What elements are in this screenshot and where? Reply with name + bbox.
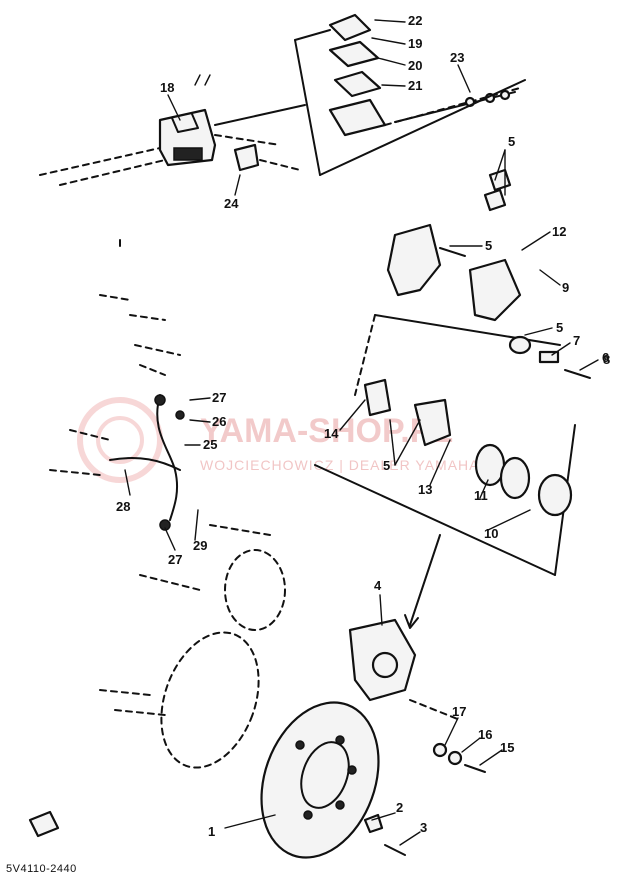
callout-23: 23 [450,50,464,65]
callout-13: 13 [418,482,432,497]
callout-5a: 5 [508,134,515,149]
callout-19: 19 [408,36,422,51]
bracket [233,143,301,172]
caliper [348,618,461,721]
callout-22: 22 [408,13,422,28]
callout-5b: 5 [485,238,492,253]
callout-8: 8 [603,352,610,367]
callout-24: 24 [224,196,239,211]
callout-27a: 27 [212,390,226,405]
callout-21: 21 [408,78,422,93]
callout-5d: 5 [383,458,390,473]
callout-28: 28 [116,499,130,514]
callout-14: 14 [324,426,339,441]
callout-6: 6 [602,350,609,365]
leader-lines [124,19,599,846]
callout-2: 2 [396,800,403,815]
callout-1: 1 [208,824,215,839]
caliper-detail [354,168,591,396]
callout-11: 11 [474,488,488,503]
brake-disc [160,549,380,859]
brake-hose [49,239,271,591]
callout-18: 18 [160,80,174,95]
watermark-title: YAMA-SHOP.PL [200,412,453,450]
watermark: YAMA-SHOP.PL WOJCIECHOWICZ | DEALER YAMA… [77,397,479,483]
callout-25: 25 [203,437,217,452]
diagram-code: 5V4110-2440 [6,863,77,875]
callout-labels: 1 2 3 4 5 5 5 5 6 7 8 9 10 11 12 13 14 1… [116,13,610,839]
callout-7: 7 [573,333,580,348]
front-arrow-icon [28,810,60,838]
callout-4: 4 [374,578,382,593]
callout-9: 9 [562,280,569,295]
callout-5c: 5 [556,320,563,335]
callout-26: 26 [212,414,226,429]
callout-17: 17 [452,704,466,719]
master-cylinder [39,74,306,186]
pads-and-pistons [314,378,576,629]
callout-12: 12 [552,224,566,239]
watermark-subtitle: WOJCIECHOWICZ | DEALER YAMAHA [200,457,479,473]
callout-16: 16 [478,727,492,742]
callout-27b: 27 [168,552,182,567]
callout-29: 29 [193,538,207,553]
callout-20: 20 [408,58,422,73]
callout-15: 15 [500,740,514,755]
reservoir-assembly [294,13,526,176]
callout-3: 3 [420,820,427,835]
fasteners [99,689,486,856]
callout-10: 10 [484,526,498,541]
